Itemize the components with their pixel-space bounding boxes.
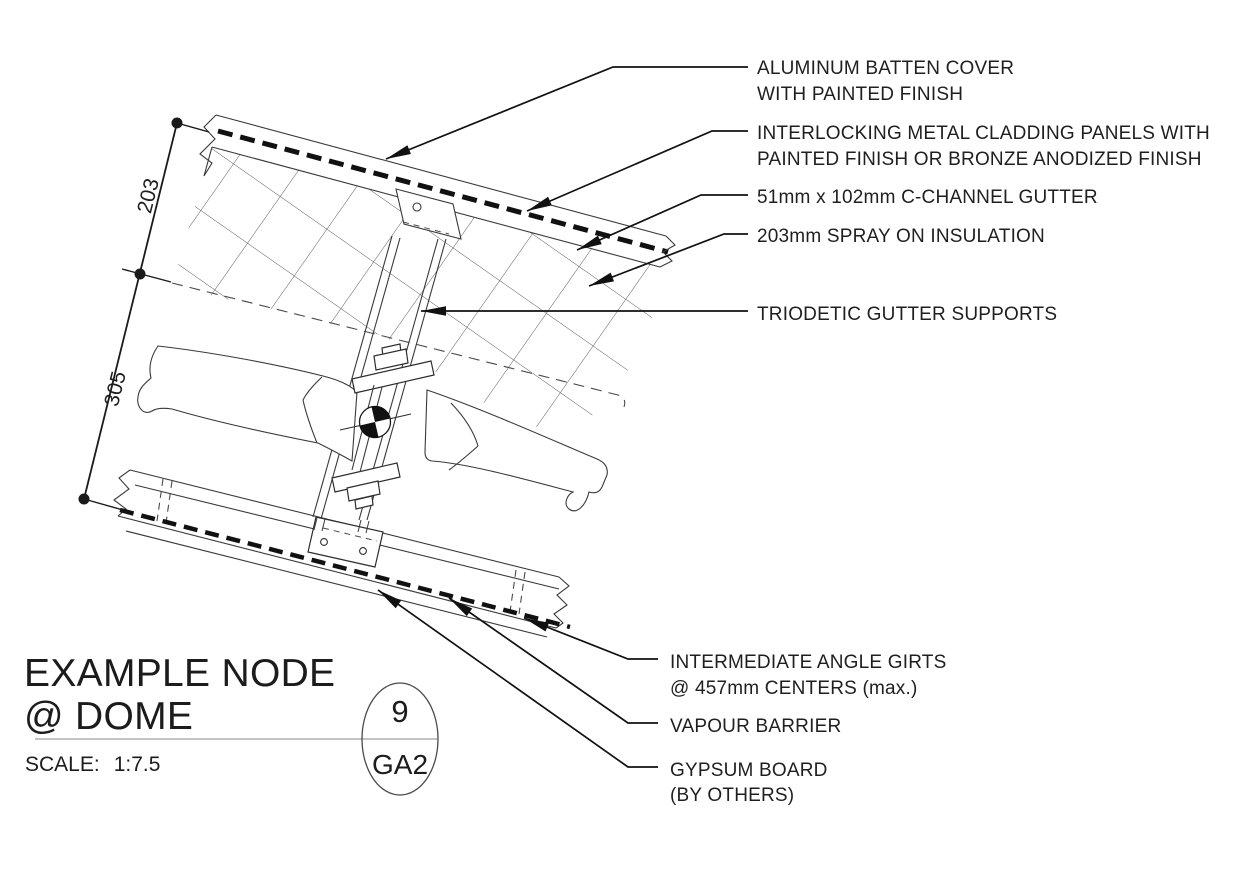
callout-girts-line2: @ 457mm CENTERS (max.) bbox=[670, 678, 918, 699]
hanger-bracket bbox=[307, 516, 384, 568]
callout-supports: TRIODETIC GUTTER SUPPORTS bbox=[757, 304, 1058, 325]
left-tube-coin-fold bbox=[302, 376, 323, 444]
detail-bubble bbox=[35, 682, 439, 796]
triodetic-node-hub bbox=[331, 343, 435, 510]
callout-cladding-line2: PAINTED FINISH OR BRONZE ANODIZED FINISH bbox=[757, 149, 1202, 170]
page-title-line2: @ DOME bbox=[24, 695, 194, 738]
upper-nut bbox=[373, 343, 409, 371]
insulation-hatch bbox=[171, 147, 660, 438]
page-title-line1: EXAMPLE NODE bbox=[24, 652, 336, 695]
callout-batten-line2: WITH PAINTED FINISH bbox=[757, 84, 964, 105]
sheet-reference: GA2 bbox=[371, 749, 429, 780]
triodetic-tubes bbox=[137, 345, 608, 512]
leader-cladding bbox=[526, 130, 748, 212]
leader-vapour bbox=[448, 597, 658, 724]
detail-number: 9 bbox=[391, 694, 409, 729]
leader-batten bbox=[385, 66, 748, 160]
leader-gypsum bbox=[377, 589, 658, 768]
callout-insulation: 203mm SPRAY ON INSULATION bbox=[757, 226, 1045, 247]
lower-nut bbox=[346, 480, 381, 510]
right-tube-coin-fold bbox=[448, 402, 479, 471]
scale-value: 1:7.5 bbox=[113, 753, 161, 776]
right-tube bbox=[424, 389, 608, 512]
callout-girts-line1: INTERMEDIATE ANGLE GIRTS bbox=[670, 652, 947, 673]
callout-gutter: 51mm x 102mm C-CHANNEL GUTTER bbox=[757, 187, 1098, 208]
batten-cover-line bbox=[217, 128, 669, 255]
callout-cladding-line1: INTERLOCKING METAL CLADDING PANELS WITH bbox=[757, 123, 1210, 144]
break-line-right bbox=[659, 235, 676, 268]
center-mark bbox=[339, 405, 412, 439]
scale-note: SCALE: 1:7.5 bbox=[25, 753, 160, 777]
callout-gypsum-line2: (BY OTHERS) bbox=[670, 785, 795, 806]
upper-clamp-plate bbox=[351, 360, 435, 394]
callout-gypsum-line1: GYPSUM BOARD bbox=[670, 760, 828, 781]
vapour-barrier-line bbox=[119, 507, 571, 630]
scale-label: SCALE: bbox=[25, 753, 100, 776]
roof-mounting-plate bbox=[395, 188, 462, 240]
break-line-right bbox=[553, 576, 570, 629]
callout-batten-line1: ALUMINUM BATTEN COVER bbox=[757, 58, 1015, 79]
callout-vapour: VAPOUR BARRIER bbox=[670, 716, 842, 737]
hidden-girt-leg-right bbox=[509, 569, 526, 615]
break-line-left bbox=[199, 114, 217, 177]
leader-girts bbox=[523, 617, 658, 660]
leader-gutter bbox=[576, 194, 748, 251]
leader-lines bbox=[377, 66, 748, 768]
hidden-girt-leg-left bbox=[156, 478, 173, 524]
left-tube bbox=[137, 345, 358, 462]
lower-clamp-plate bbox=[331, 462, 401, 493]
leader-insulation bbox=[588, 233, 748, 287]
dimension-line bbox=[78, 117, 210, 511]
